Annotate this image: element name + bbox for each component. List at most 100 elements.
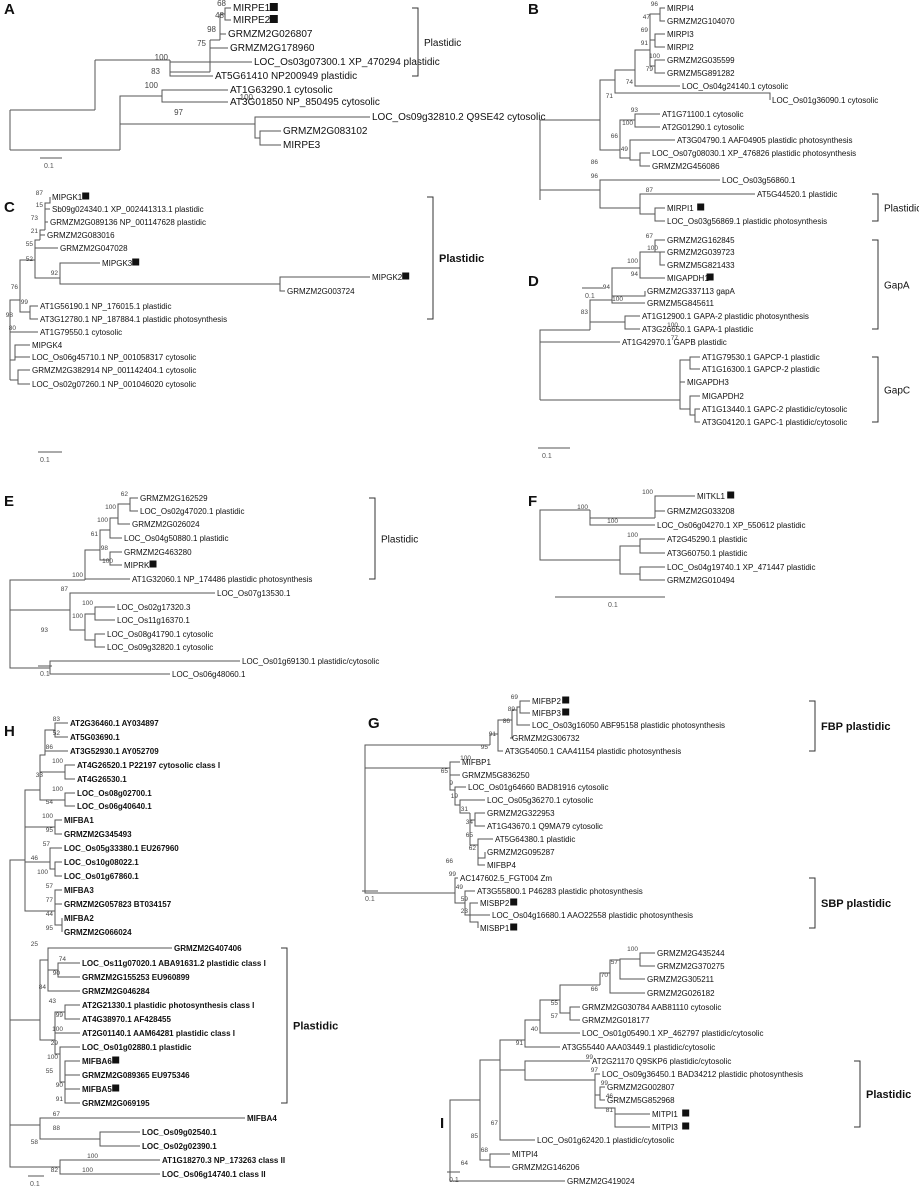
taxon-label: LOC_Os09g02540.1 [142,1128,217,1137]
panel-A-leaves: MIRPE1MIRPE2GRMZM2G026807GRMZM2G178960LO… [215,3,545,151]
clade-bracket [369,497,376,580]
clade-label: Plastidic [293,1021,338,1033]
bootstrap-value: 19 [451,793,459,800]
bootstrap-value: 100 [52,1026,63,1033]
clade-bracket [872,193,879,222]
clade-label: FBP plastidic [821,721,890,733]
bootstrap-value: 100 [47,1054,58,1061]
taxon-label: AT1G43670.1 Q9MA79 cytosolic [487,822,603,831]
bootstrap-value: 49 [456,884,464,891]
bootstrap-value: 100 [97,517,108,524]
bootstrap-value: 57 [46,883,54,890]
taxon-label: MIFBP2 [532,697,561,706]
taxon-label: GRMZM2G370275 [657,962,725,971]
taxon-label: AT4G26520.1 P22197 cytosolic class I [77,761,220,770]
bootstrap-value: 57 [43,841,51,848]
taxon-label: GRMZM2G435244 [657,949,725,958]
bootstrap-value: 67 [646,233,654,240]
taxon-label: LOC_Os09g36450.1 BAD34212 plastidic phot… [602,1070,803,1079]
bootstrap-value: 87 [36,190,44,197]
bootstrap-value: 55 [551,1000,559,1007]
bootstrap-value: 93 [631,107,639,114]
bootstrap-value: 69 [641,27,649,34]
bootstrap-value: 88 [53,1125,61,1132]
taxon-label: LOC_Os04g50880.1 plastidic [124,534,229,543]
bootstrap-value: 62 [469,845,477,852]
taxon-label: LOC_Os09g32810.2 Q9SE42 cytosolic [372,112,545,123]
taxon-label: MITPI4 [512,1150,538,1159]
bootstrap-value: 98 [6,312,14,319]
taxon-label: MIFBA6 [82,1057,112,1066]
bootstrap-value: 100 [460,755,471,762]
taxon-label: MIRPE2 [233,15,271,26]
panel-H-groups: Plastidic [281,947,338,1104]
taxon-label: AT4G26530.1 [77,775,127,784]
bootstrap-value: 21 [31,228,39,235]
bootstrap-value: 67 [491,1120,499,1127]
taxon-label: AT2G01290.1 cytosolic [662,123,744,132]
bootstrap-value: 55 [46,1068,54,1075]
taxon-label: GRMZM2G026024 [132,520,200,529]
clade-bracket [412,7,419,77]
taxon-label: LOC_Os06g40640.1 [77,802,152,811]
bootstrap-value: 76 [11,284,19,291]
taxon-label: LOC_Os06g48060.1 [172,670,246,679]
panel-H-bootstraps: 8352861003310054100955746100577744952574… [31,716,99,1174]
bootstrap-value: 87 [646,187,654,194]
taxon-label: GRMZM2G035599 [667,56,735,65]
bootstrap-value: 100 [627,946,638,953]
taxon-label: AT1G12900.1 GAPA-2 plastidic photosynthe… [642,312,809,321]
taxon-label: GRMZM2G083102 [283,126,368,137]
taxon-label: LOC_Os06g14740.1 class II [162,1170,266,1179]
taxon-label: LOC_Os03g56869.1 plastidic photosynthesi… [667,217,827,226]
taxon-label: LOC_Os01g05490.1 XP_462797 plastidic/cyt… [582,1029,763,1038]
target-gene-marker [727,491,735,499]
taxon-label: MIGAPDH2 [702,392,744,401]
taxon-label: LOC_Os09g32820.1 cytosolic [107,643,213,652]
taxon-label: LOC_Os01g69130.1 plastidic/cytosolic [242,657,379,666]
taxon-label: LOC_Os06g04270.1 XP_550612 plastidic [657,521,806,530]
target-gene-marker [706,273,714,281]
taxon-label: AT5G03690.1 [70,733,120,742]
clade-label: GapA [884,281,910,292]
bootstrap-value: 65 [441,768,449,775]
taxon-label: AT5G44520.1 plastidic [757,190,837,199]
bootstrap-value: 74 [59,956,67,963]
target-gene-marker [682,1122,690,1130]
bootstrap-value: 29 [51,1040,59,1047]
taxon-label: AT5G61410 NP200949 plastidic [215,71,357,82]
bootstrap-value: 25 [31,941,39,948]
taxon-label: AT1G71100.1 cytosolic [662,110,744,119]
taxon-label: GRMZM2G026182 [647,989,715,998]
clade-bracket [872,356,879,423]
bootstrap-value: 89 [508,706,516,713]
bootstrap-value: 70 [601,972,609,979]
bootstrap-value: 100 [37,869,48,876]
bootstrap-value: 91 [516,1040,524,1047]
bootstrap-value: 100 [642,489,653,496]
bootstrap-value: 100 [622,120,633,127]
taxon-label: GRMZM2G089365 EU975346 [82,1071,190,1080]
taxon-label: MIPGK1 [52,193,83,202]
panel-letter-C: C [4,199,15,216]
taxon-label: LOC_Os07g13530.1 [217,589,291,598]
bootstrap-value: 91 [489,731,497,738]
scale-label: 0.1 [608,602,618,609]
taxon-label: GRMZM2G066024 [64,928,132,937]
taxon-label: LOC_Os08g41790.1 cytosolic [107,630,213,639]
bootstrap-value: 95 [46,827,54,834]
taxon-label: GRMZM2G104070 [667,17,735,26]
bootstrap-value: 69 [511,694,519,701]
taxon-label: AT1G63290.1 cytosolic [230,85,333,96]
taxon-label: AT1G16300.1 GAPCP-2 plastidic [702,365,820,374]
taxon-label: MIFBP4 [487,861,516,870]
taxon-label: MISBP1 [480,924,510,933]
